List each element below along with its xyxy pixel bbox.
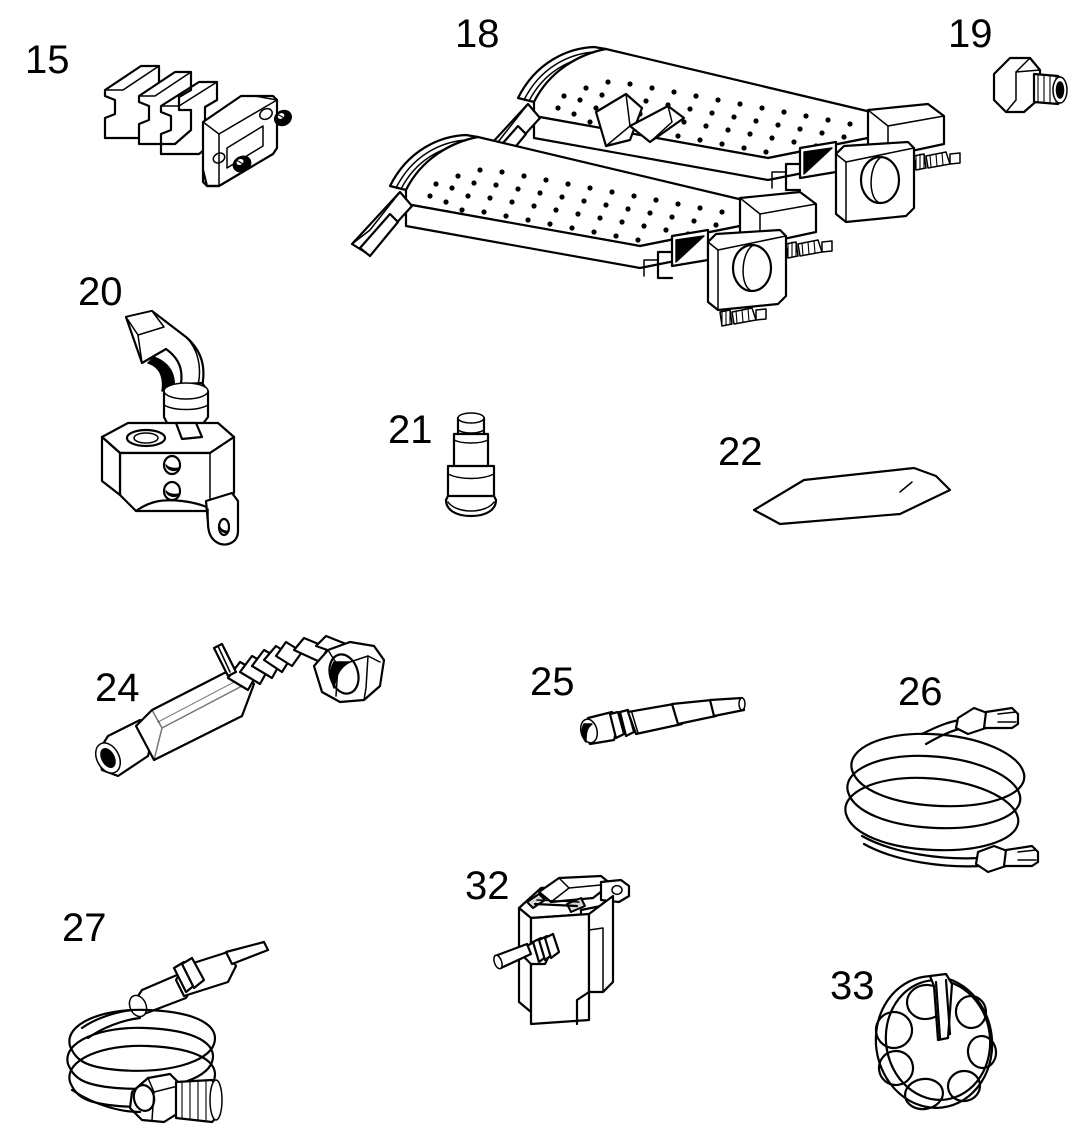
part-label-19: 19: [948, 12, 993, 56]
part-label-27: 27: [62, 906, 107, 950]
part-figure-19: [988, 52, 1070, 126]
part-figure-24: [88, 634, 394, 788]
part-figure-26: [834, 706, 1046, 874]
part-figure-21: [440, 406, 510, 524]
part-figure-15: [95, 52, 293, 202]
part-label-32: 32: [465, 864, 510, 908]
part-label-24: 24: [95, 666, 140, 710]
part-figure-32: [493, 870, 645, 1030]
part-label-15: 15: [25, 38, 70, 82]
part-label-21: 21: [388, 408, 433, 452]
part-figure-33: [868, 968, 1010, 1116]
part-label-22: 22: [718, 430, 763, 474]
part-figure-22: [724, 452, 1034, 620]
part-figure-25: [578, 696, 750, 752]
part-label-20: 20: [78, 270, 123, 314]
part-figure-20: [98, 305, 268, 550]
part-figure-27: [56, 940, 298, 1124]
part-label-26: 26: [898, 670, 943, 714]
part-label-33: 33: [830, 964, 875, 1008]
part-label-18: 18: [455, 12, 500, 56]
part-label-25: 25: [530, 660, 575, 704]
part-figure-18: [350, 38, 961, 378]
